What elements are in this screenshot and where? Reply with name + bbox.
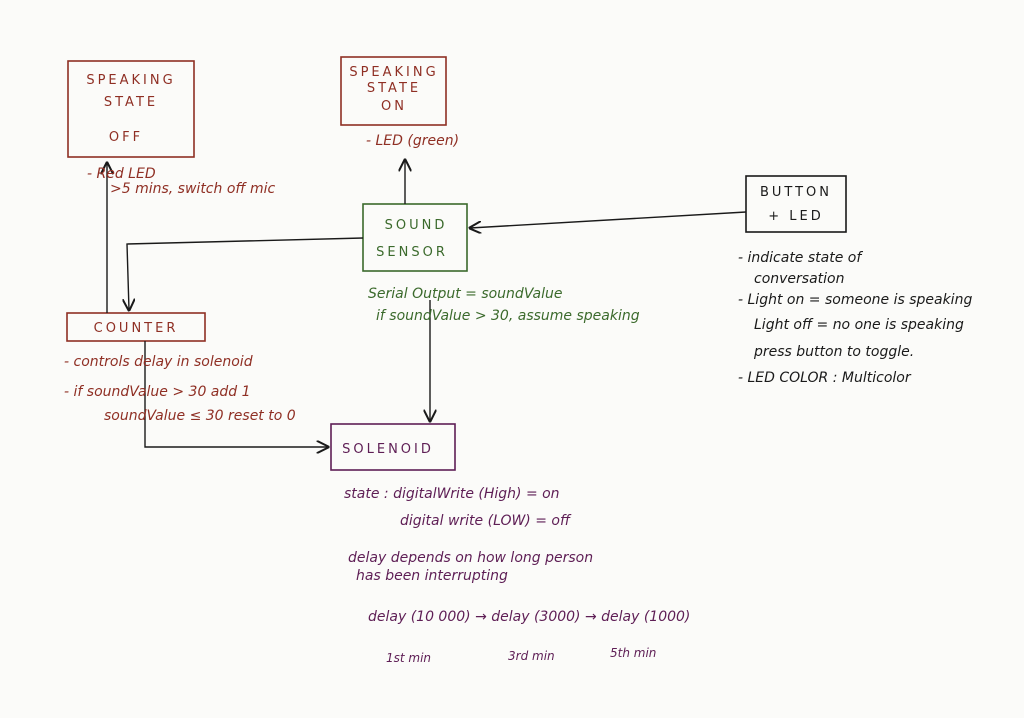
counter-note-1: - controls delay in solenoid <box>64 354 253 370</box>
button-note-4: Light off = no one is speaking <box>754 317 964 333</box>
minute-label-2: 3rd min <box>508 649 555 663</box>
solenoid-note-2: digital write (LOW) = off <box>400 513 572 529</box>
sound-sensor-line-2: SENSOR <box>376 245 448 260</box>
button-note-1: - indicate state of <box>738 250 863 266</box>
sound-sensor-line-1: SOUND <box>385 218 448 233</box>
arrow-counter-to-solenoid <box>144 341 328 447</box>
speaking-off-box <box>67 60 195 158</box>
solenoid-note-1: state : digitalWrite (High) = on <box>344 486 560 502</box>
button-led-box <box>745 175 847 233</box>
speaking-off-note-2: >5 mins, switch off mic <box>110 181 275 197</box>
solenoid-note-3: delay depends on how long person <box>348 550 593 566</box>
delay-sequence: delay (10 000) → delay (3000) → delay (1… <box>368 609 690 625</box>
sound-sensor-note-1: Serial Output = soundValue <box>368 286 562 302</box>
speaking-on-line-2: STATE <box>367 81 421 96</box>
minute-label-1: 1st min <box>386 651 431 665</box>
speaking-off-line-3: OFF <box>109 130 143 145</box>
speaking-off-line-1: SPEAKING <box>86 73 175 88</box>
speaking-on-note-1: - LED (green) <box>366 133 459 149</box>
solenoid-box <box>330 423 456 471</box>
counter-note-2: - if soundValue > 30 add 1 <box>64 384 251 400</box>
counter-box <box>66 312 206 342</box>
arrow-sensor-to-counter <box>127 237 364 310</box>
speaking-off-note-1: - Red LED <box>87 166 156 182</box>
solenoid-note-4: has been interrupting <box>356 568 508 584</box>
counter-line-1: COUNTER <box>94 321 179 336</box>
button-led-line-2: + LED <box>768 209 824 224</box>
arrow-button-to-sensor <box>470 211 747 228</box>
speaking-on-line-3: ON <box>381 99 407 114</box>
speaking-on-line-1: SPEAKING <box>349 65 438 80</box>
solenoid-line-1: SOLENOID <box>342 442 434 457</box>
sound-sensor-box <box>362 203 468 272</box>
button-led-line-1: BUTTON <box>760 185 832 200</box>
speaking-on-box <box>340 56 447 126</box>
button-note-5: press button to toggle. <box>753 344 914 360</box>
minute-label-3: 5th min <box>610 646 656 660</box>
sound-sensor-note-2: if soundValue > 30, assume speaking <box>376 308 640 324</box>
button-note-6: - LED COLOR : Multicolor <box>738 370 912 386</box>
button-note-2: conversation <box>754 271 844 287</box>
counter-note-3: soundValue ≤ 30 reset to 0 <box>104 408 296 424</box>
button-note-3: - Light on = someone is speaking <box>738 292 972 308</box>
speaking-off-line-2: STATE <box>104 95 158 110</box>
